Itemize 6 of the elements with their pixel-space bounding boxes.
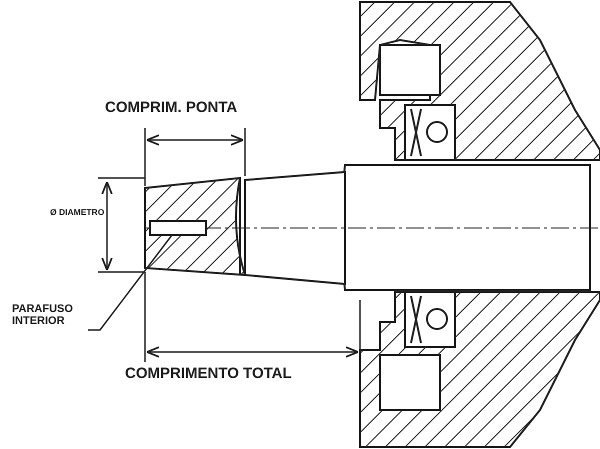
dimension-label: COMPRIM. PONTA (105, 100, 238, 116)
leader-line (88, 234, 173, 331)
screw (149, 220, 207, 236)
dimension-label: Ø DIAMETRO (50, 208, 104, 218)
part-label: PARAFUSO INTERIOR (12, 303, 102, 328)
dimension-label: COMPRIMENTO TOTAL (125, 366, 292, 382)
